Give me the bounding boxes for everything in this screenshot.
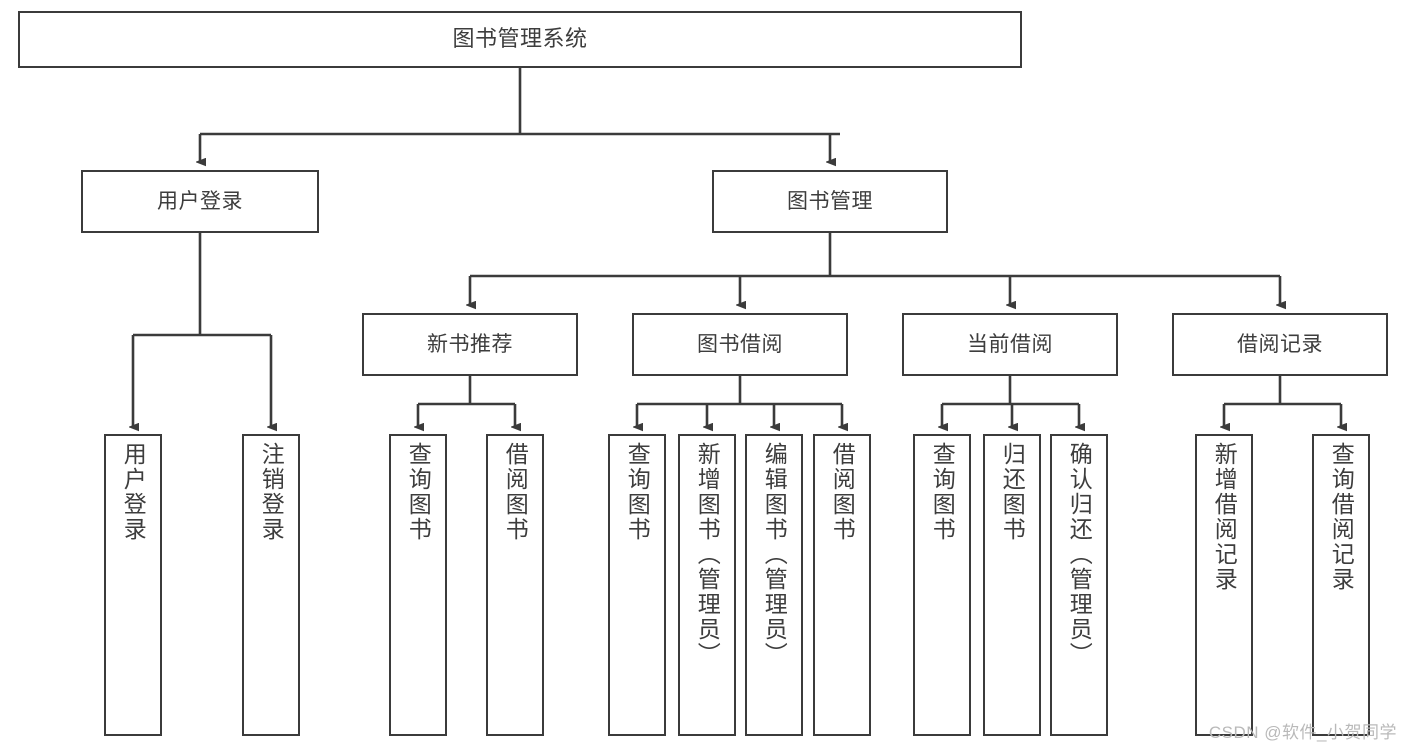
node-leaf-confirm-return-admin[interactable]: 确认归还（管理员） bbox=[1050, 434, 1108, 736]
node-current-borrow-label: 当前借阅 bbox=[967, 332, 1053, 356]
node-borrow-record[interactable]: 借阅记录 bbox=[1172, 313, 1388, 376]
node-root-label: 图书管理系统 bbox=[452, 26, 588, 52]
node-user-login[interactable]: 用户登录 bbox=[81, 170, 319, 233]
node-current-borrow[interactable]: 当前借阅 bbox=[902, 313, 1118, 376]
node-leaf-query-book-label: 查询图书 bbox=[624, 442, 651, 542]
node-leaf-query-borrow-record-label: 查询借阅记录 bbox=[1328, 442, 1355, 592]
node-leaf-query-book[interactable]: 查询图书 bbox=[608, 434, 666, 736]
node-book-borrow[interactable]: 图书借阅 bbox=[632, 313, 848, 376]
node-book-manage[interactable]: 图书管理 bbox=[712, 170, 948, 233]
node-leaf-borrow-book-label: 借阅图书 bbox=[829, 442, 856, 542]
node-leaf-query-book-current-label: 查询图书 bbox=[929, 442, 956, 542]
node-leaf-logout[interactable]: 注销登录 bbox=[242, 434, 300, 736]
node-leaf-query-book-current[interactable]: 查询图书 bbox=[913, 434, 971, 736]
node-borrow-record-label: 借阅记录 bbox=[1237, 332, 1323, 356]
node-leaf-add-borrow-record-label: 新增借阅记录 bbox=[1211, 442, 1238, 592]
node-leaf-add-book-admin-label: 新增图书（管理员） bbox=[694, 442, 721, 667]
node-leaf-add-book-admin[interactable]: 新增图书（管理员） bbox=[678, 434, 736, 736]
node-leaf-edit-book-admin[interactable]: 编辑图书（管理员） bbox=[745, 434, 803, 736]
node-leaf-query-book-newbook-label: 查询图书 bbox=[405, 442, 432, 542]
node-root[interactable]: 图书管理系统 bbox=[18, 11, 1022, 68]
node-leaf-return-book-label: 归还图书 bbox=[999, 442, 1026, 542]
node-new-book-recommend[interactable]: 新书推荐 bbox=[362, 313, 578, 376]
node-leaf-query-book-newbook[interactable]: 查询图书 bbox=[389, 434, 447, 736]
node-leaf-borrow-book-newbook-label: 借阅图书 bbox=[502, 442, 529, 542]
node-leaf-return-book[interactable]: 归还图书 bbox=[983, 434, 1041, 736]
node-leaf-borrow-book-newbook[interactable]: 借阅图书 bbox=[486, 434, 544, 736]
node-leaf-user-login-label: 用户登录 bbox=[120, 442, 147, 542]
node-new-book-recommend-label: 新书推荐 bbox=[427, 332, 513, 356]
node-leaf-logout-label: 注销登录 bbox=[258, 442, 285, 542]
node-book-manage-label: 图书管理 bbox=[787, 189, 873, 213]
node-user-login-label: 用户登录 bbox=[157, 189, 243, 213]
node-leaf-add-borrow-record[interactable]: 新增借阅记录 bbox=[1195, 434, 1253, 736]
watermark: CSDN @软件_小贺同学 bbox=[1208, 723, 1397, 742]
node-leaf-edit-book-admin-label: 编辑图书（管理员） bbox=[761, 442, 788, 667]
node-book-borrow-label: 图书借阅 bbox=[697, 332, 783, 356]
node-leaf-borrow-book[interactable]: 借阅图书 bbox=[813, 434, 871, 736]
node-leaf-user-login[interactable]: 用户登录 bbox=[104, 434, 162, 736]
node-leaf-confirm-return-admin-label: 确认归还（管理员） bbox=[1066, 442, 1093, 667]
node-leaf-query-borrow-record[interactable]: 查询借阅记录 bbox=[1312, 434, 1370, 736]
